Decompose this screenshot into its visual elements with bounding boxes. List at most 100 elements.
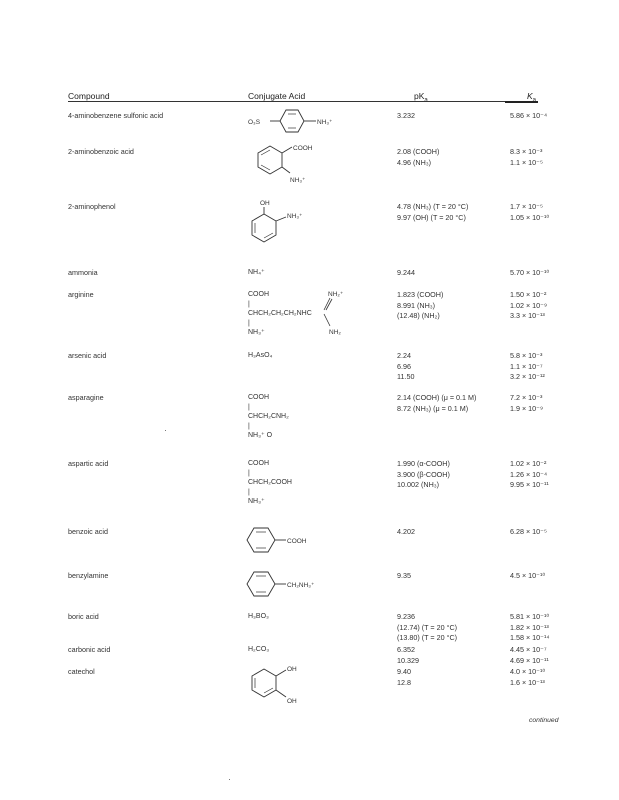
formula-line: | (248, 319, 250, 327)
compound-name: 2-aminobenzoic acid (68, 147, 134, 156)
structure-label: COOH (293, 145, 313, 152)
scan-speck (229, 779, 230, 780)
formula-line: NH₃⁺ O (248, 432, 273, 439)
header-rule (68, 101, 538, 102)
pka-cell: 1.823 (COOH) 8.991 (NH₃) (12.48) (NH₂) (397, 290, 443, 322)
formula-line: | (248, 422, 250, 430)
formula-line: | (248, 403, 250, 411)
formula-line: H₃AsO₄ (248, 352, 273, 359)
compound-name: arginine (68, 290, 94, 299)
header-compound: Compound (68, 91, 110, 101)
formula-line: NH₃⁺ (248, 329, 265, 336)
continued-note: continued (529, 717, 559, 724)
pka-value: 1.990 (α-COOH) (397, 459, 450, 468)
structure-label: CH₂NH₃⁺ (287, 582, 315, 589)
structure-label: NH₂⁺ (328, 291, 344, 298)
formula-line: H₃BO₃ (248, 613, 269, 620)
ka-cell: 5.70 × 10⁻¹⁰ (510, 268, 549, 279)
ka-cell: 4.45 × 10⁻⁷ 4.69 × 10⁻¹¹ (510, 645, 549, 666)
ka-cell: 6.28 × 10⁻⁵ (510, 527, 547, 538)
ka-value: 1.1 × 10⁻⁷ (510, 361, 543, 371)
formula-line: COOH (248, 460, 269, 467)
ka-value: 3.2 × 10⁻¹² (510, 372, 545, 381)
compound-name: benzoic acid (68, 527, 108, 536)
ka-value: 1.02 × 10⁻⁹ (510, 300, 548, 310)
pka-value: 2.08 (COOH) (397, 147, 440, 156)
pka-value: 10.002 (NH₃) (397, 480, 440, 489)
pka-value: 11.50 (397, 372, 415, 381)
ka-value: 4.69 × 10⁻¹¹ (510, 655, 549, 665)
pka-cell: 4.202 (397, 527, 415, 538)
compound-name: catechol (68, 667, 95, 676)
pka-value: 12.8 (397, 677, 411, 687)
pka-cell: 2.14 (COOH) (μ = 0.1 M) 8.72 (NH₃) (μ = … (397, 393, 476, 414)
pka-value: 1.823 (COOH) (397, 290, 444, 299)
header-ka-sub: a (532, 97, 537, 104)
ka-value: 9.95 × 10⁻¹¹ (510, 480, 549, 489)
structure-label: COOH (287, 538, 307, 545)
pka-value: 9.244 (397, 268, 415, 277)
ka-value: 3.3 × 10⁻¹³ (510, 311, 545, 320)
compound-name: arsenic acid (68, 351, 107, 360)
formula-line: | (248, 300, 250, 308)
structure-label: OH (260, 200, 270, 207)
conjugate-acid-formula: NH₄⁺ (248, 268, 265, 279)
header-pka-sub: a (424, 97, 428, 104)
ka-value: 8.3 × 10⁻³ (510, 147, 543, 156)
ka-value: 7.2 × 10⁻³ (510, 393, 543, 402)
compound-name: 4-aminobenzene sulfonic acid (68, 111, 164, 120)
ka-cell: 7.2 × 10⁻³ 1.9 × 10⁻⁹ (510, 393, 543, 414)
pka-value: 6.352 (397, 645, 415, 654)
pka-cell: 9.35 (397, 571, 411, 582)
structure-label: NH₂ (329, 329, 341, 336)
structure-guanidinium: NH₂⁺ NH₂ (318, 288, 358, 336)
formula-line: H₂CO₃ (248, 646, 270, 653)
ka-value: 5.86 × 10⁻⁴ (510, 111, 548, 120)
ka-value: 1.58 × 10⁻¹⁴ (510, 633, 550, 642)
formula-line: COOH (248, 394, 269, 401)
pka-value: 4.78 (NH₃) (T = 20 °C) (397, 202, 469, 211)
conjugate-acid-formula: COOH | CHCH₂COOH | NH₃⁺ (248, 459, 292, 507)
structure-label: NH₃⁺ (287, 213, 303, 220)
pka-cell: 1.990 (α-COOH) 3.900 (β-COOH) 10.002 (NH… (397, 459, 450, 491)
ka-cell: 4.5 × 10⁻¹⁰ (510, 571, 545, 582)
ka-cell: 1.50 × 10⁻² 1.02 × 10⁻⁹ 3.3 × 10⁻¹³ (510, 290, 547, 322)
pka-cell: 6.352 10.329 (397, 645, 419, 666)
pka-cell: 2.08 (COOH) 4.96 (NH₃) (397, 147, 439, 168)
structure-label: NH₃⁺ (290, 177, 306, 184)
header-pka-text: pK (414, 91, 425, 101)
structure-aminophenol: OH NH₃⁺ (244, 198, 344, 250)
pka-value: (13.80) (T = 20 °C) (397, 633, 458, 642)
scan-speck (165, 430, 166, 431)
structure-sulfanilic: O₃S NH₃⁺ (246, 107, 346, 139)
ka-value: 1.02 × 10⁻² (510, 459, 547, 468)
pka-cell: 3.232 (397, 111, 415, 122)
ka-cell: 5.81 × 10⁻¹⁰ 1.82 × 10⁻¹³ 1.58 × 10⁻¹⁴ (510, 612, 549, 644)
pka-value: (12.48) (NH₂) (397, 311, 440, 320)
formula-line: NH₃⁺ (248, 498, 265, 505)
pka-value: 9.236 (397, 612, 415, 621)
pka-cell: 9.236 (12.74) (T = 20 °C) (13.80) (T = 2… (397, 612, 457, 644)
compound-name: aspartic acid (68, 459, 109, 468)
compound-name: asparagine (68, 393, 104, 402)
ka-cell: 1.7 × 10⁻⁵ 1.05 × 10⁻¹⁰ (510, 202, 549, 223)
pka-cell: 9.40 12.8 (397, 667, 411, 688)
conjugate-acid-formula: H₂CO₃ (248, 645, 269, 656)
pka-cell: 2.24 6.96 11.50 (397, 351, 414, 383)
pka-value: 3.232 (397, 111, 415, 120)
pka-cell: 4.78 (NH₃) (T = 20 °C) 9.97 (OH) (T = 20… (397, 202, 468, 223)
pka-value: 2.24 (397, 351, 411, 360)
formula-line: COOH (248, 291, 269, 298)
compound-name: boric acid (68, 612, 99, 621)
pka-value: 9.35 (397, 571, 411, 580)
pka-cell: 9.244 (397, 268, 415, 279)
formula-line: | (248, 488, 250, 496)
formula-line: CHCH₂CNH₂ (248, 413, 289, 420)
conjugate-acid-formula: H₃BO₃ (248, 612, 269, 623)
pka-value: 3.900 (β-COOH) (397, 469, 450, 479)
ka-value: 1.6 × 10⁻¹³ (510, 677, 545, 687)
pka-value: 9.40 (397, 667, 411, 676)
ka-cell: 5.86 × 10⁻⁴ (510, 111, 547, 122)
pka-value: 6.96 (397, 361, 411, 371)
ka-value: 4.5 × 10⁻¹⁰ (510, 571, 546, 580)
